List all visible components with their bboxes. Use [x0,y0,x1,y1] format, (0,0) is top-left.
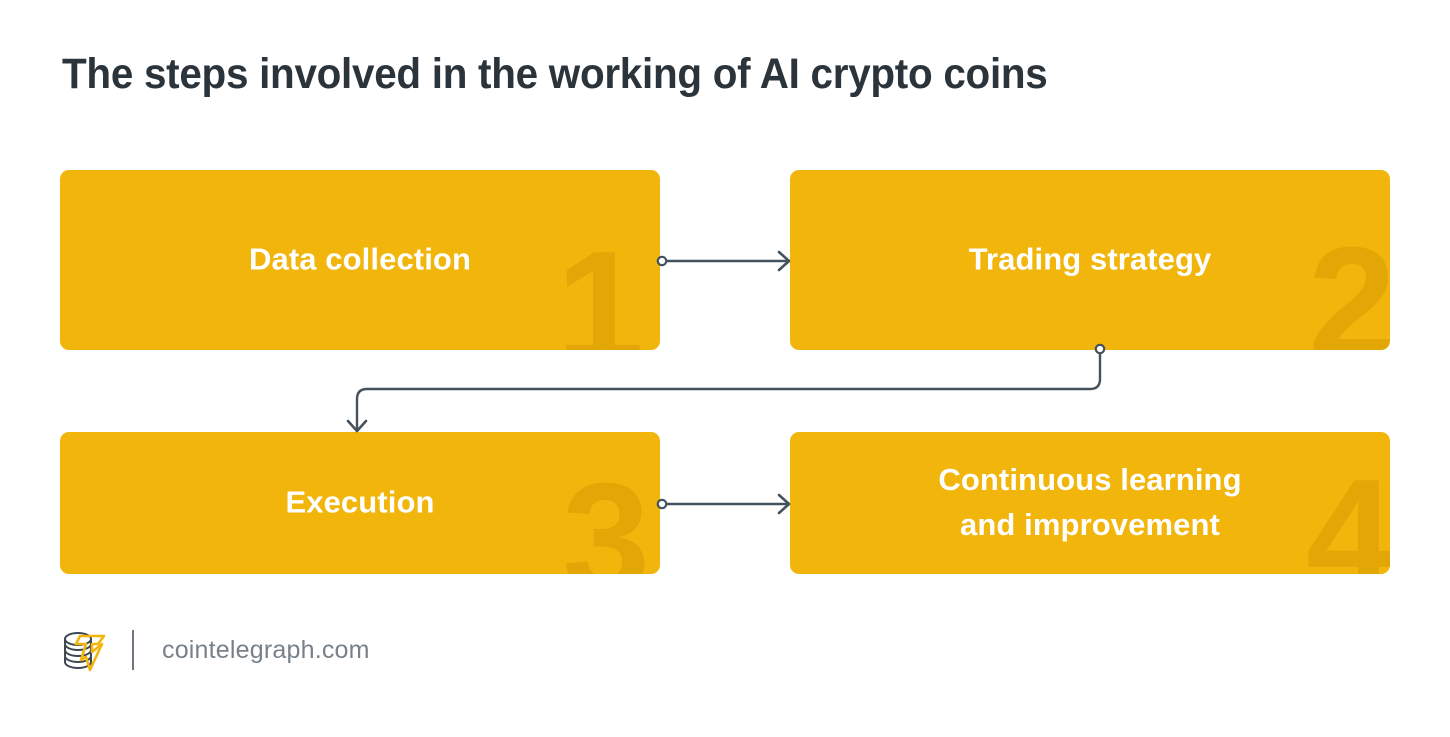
step-box-2[interactable]: 2 Trading strategy [790,170,1390,350]
arrowhead-1-2 [777,250,791,272]
step-number-watermark-3: 3 [562,451,650,574]
footer: cointelegraph.com [60,622,370,678]
footer-brand-text: cointelegraph.com [162,635,370,664]
connector-step1-to-step2 [656,250,791,272]
step-number-watermark-4: 4 [1306,447,1390,574]
connector-line-2-3 [355,354,1102,432]
connector-step3-to-step4 [656,493,791,515]
footer-divider [132,630,134,670]
cointelegraph-logo-icon [64,632,106,672]
step-label-3: Execution [285,484,435,520]
step-label-4: Continuous learning and improvement [790,458,1390,548]
arrowhead-3-4 [777,493,791,515]
step-label-1: Data collection [249,241,471,277]
step-label-2: Trading strategy [968,241,1212,277]
step-label-4-line2: and improvement [960,507,1220,542]
step-box-3[interactable]: 3 Execution [60,432,660,574]
connector-step2-to-step3 [346,343,1106,433]
step-number-watermark-2: 2 [1308,215,1390,350]
step-box-1[interactable]: 1 Data collection [60,170,660,350]
step-number-watermark-1: 1 [556,219,644,350]
step-box-4[interactable]: 4 Continuous learning and improvement [790,432,1390,574]
page-title: The steps involved in the working of AI … [62,50,1048,98]
arrowhead-2-3 [346,419,368,433]
step-label-4-line1: Continuous learning [938,462,1242,498]
